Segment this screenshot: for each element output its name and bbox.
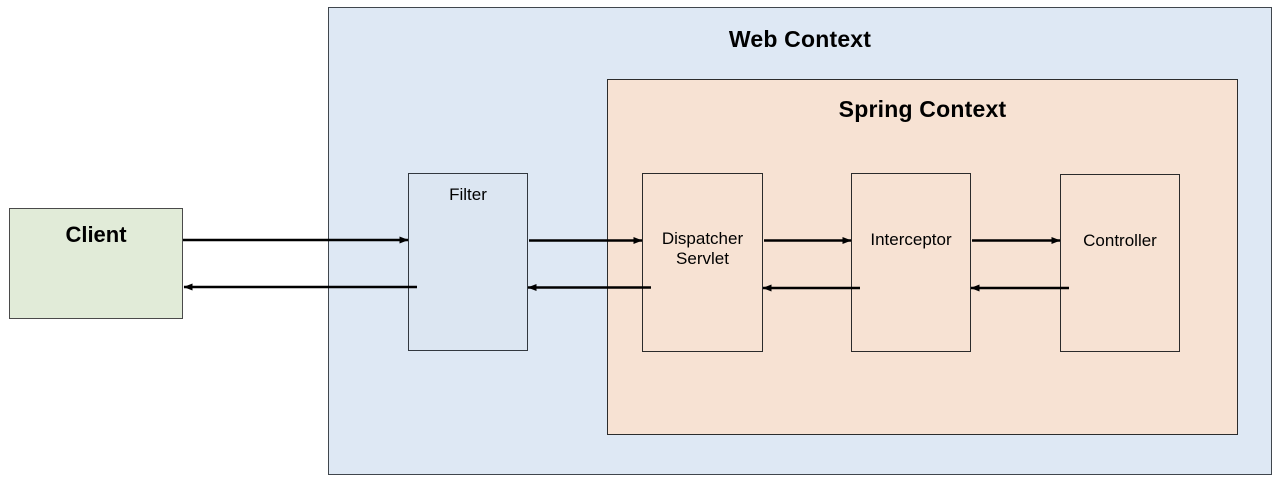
controller-node-label: Controller (1083, 231, 1157, 250)
dispatcher-servlet-node[interactable]: Dispatcher Servlet (642, 173, 763, 352)
spring-context-title: Spring Context (838, 96, 1007, 122)
web-context-title: Web Context (728, 26, 872, 52)
client-node-label: Client (65, 222, 127, 247)
filter-node[interactable]: Filter (408, 173, 528, 351)
interceptor-node[interactable]: Interceptor (851, 173, 971, 352)
dispatcher-servlet-node-label: Dispatcher Servlet (661, 229, 744, 268)
interceptor-node-label: Interceptor (870, 230, 952, 249)
client-node[interactable]: Client (9, 208, 183, 319)
controller-node[interactable]: Controller (1060, 174, 1180, 352)
filter-node-label: Filter (449, 185, 487, 204)
